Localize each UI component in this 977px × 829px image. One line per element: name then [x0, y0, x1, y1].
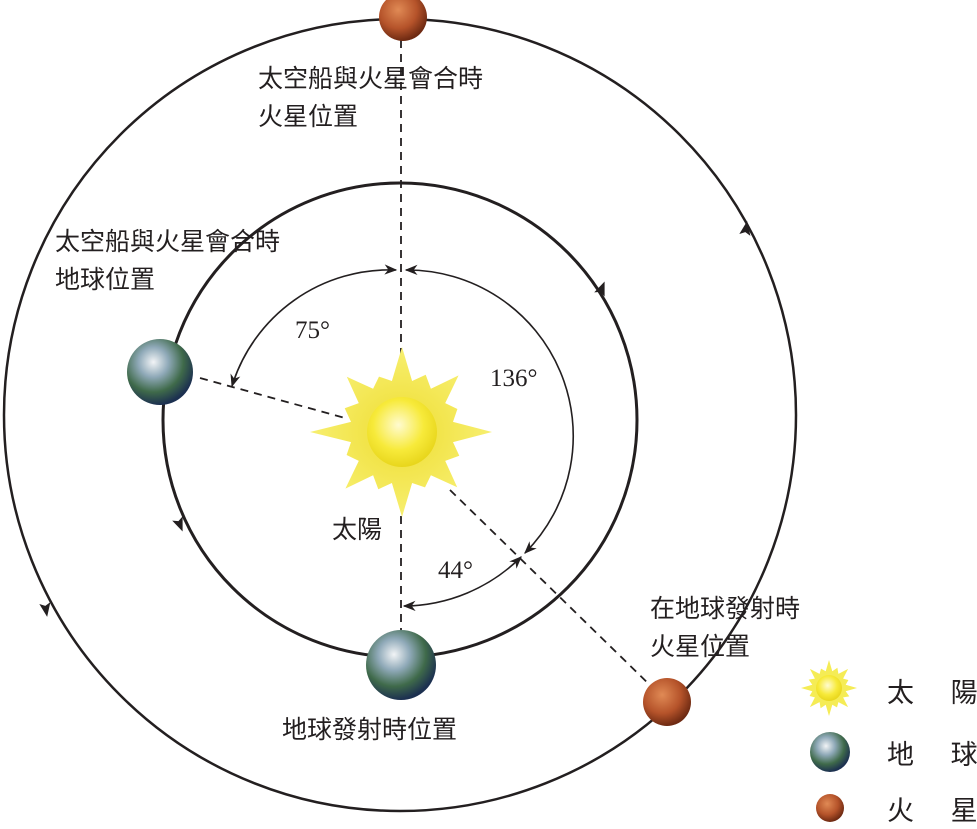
earth-icon — [810, 732, 850, 772]
legend: 太 陽 地 球 火 星 — [801, 660, 977, 827]
earth-icon — [127, 339, 193, 405]
orbit-direction-arrow — [172, 516, 183, 532]
mars-icon — [816, 794, 844, 822]
earth-meet-label-line2: 地球位置 — [55, 265, 155, 294]
sun-icon — [310, 347, 492, 517]
mars-meet-label-line1: 太空船與火星會合時 — [258, 64, 483, 93]
mars-launch-label-line1: 在地球發射時 — [650, 594, 800, 623]
legend-sun-label: 太 陽 — [887, 678, 977, 709]
earth-meet-label-line1: 太空船與火星會合時 — [55, 227, 280, 256]
legend-mars-label: 火 星 — [887, 796, 977, 827]
angle-arc-136 — [404, 264, 575, 554]
earth-launch-label: 地球發射時位置 — [282, 715, 457, 744]
angle-75-label: 75° — [295, 317, 330, 344]
sun-mars-launch-line — [449, 489, 656, 691]
mars-meet-label-line2: 火星位置 — [258, 102, 358, 131]
legend-earth-label: 地 球 — [887, 740, 977, 771]
sun-icon — [801, 660, 857, 716]
angle-arc-44 — [402, 556, 522, 612]
earth-icon — [366, 630, 436, 700]
sun-label: 太陽 — [332, 515, 382, 544]
angle-136-label: 136° — [490, 365, 538, 392]
mars-icon — [379, 0, 427, 41]
mars-launch-label-line2: 火星位置 — [650, 632, 750, 661]
orbit-direction-arrow — [39, 602, 51, 617]
orbit-direction-arrow — [739, 221, 751, 236]
sun-earth-meet-line — [199, 377, 346, 419]
angle-arc-75 — [230, 264, 398, 388]
mars-icon — [643, 678, 691, 726]
angle-44-label: 44° — [438, 557, 473, 584]
